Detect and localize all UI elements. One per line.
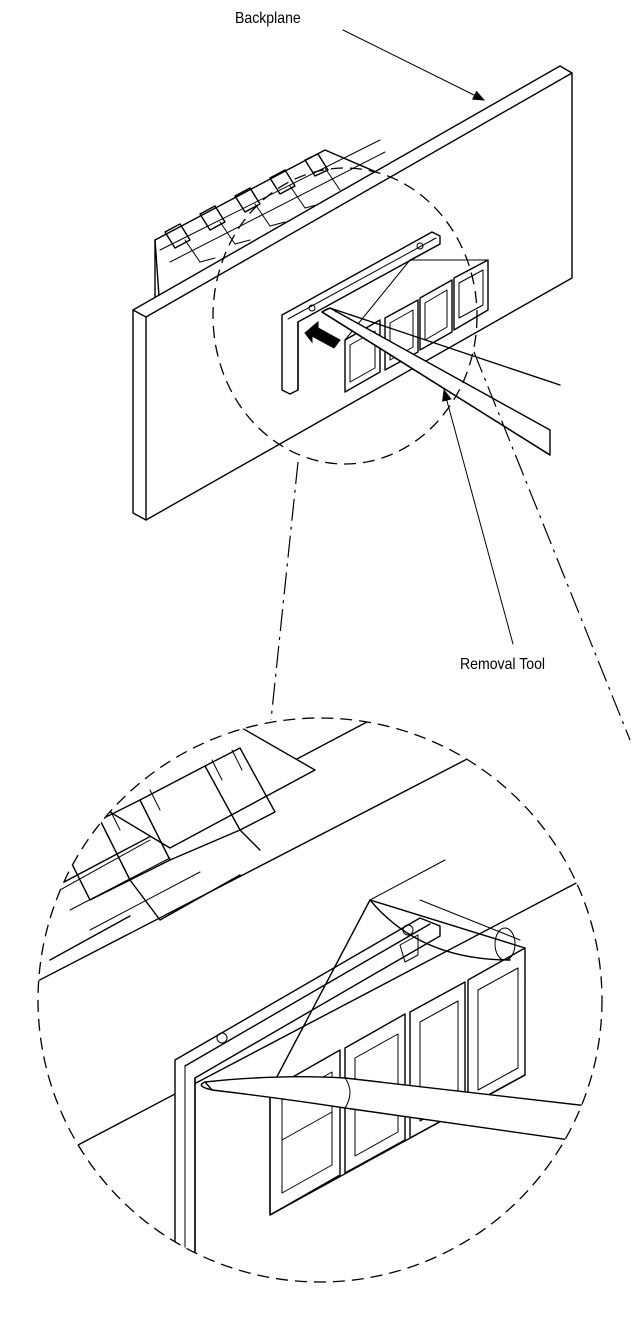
detail-circle-bottom	[37, 717, 603, 1283]
removal-tool-label: Removal Tool	[460, 656, 546, 673]
backplane-leader-line	[342, 29, 485, 101]
detail-connector-right	[473, 351, 631, 741]
backplane-label: Backplane	[235, 10, 301, 27]
backplane-assembly	[132, 65, 573, 521]
detail-connector-keys	[49, 723, 316, 961]
detail-removal-tool	[200, 899, 602, 1151]
push-direction-arrow	[304, 320, 341, 349]
detail-circle-top	[212, 167, 478, 465]
removal-tool-top	[321, 307, 561, 456]
detail-frame-plate	[174, 917, 441, 1282]
enlarged-detail	[37, 717, 603, 1283]
backplane-board	[132, 65, 573, 521]
detail-connector-cells	[269, 859, 526, 1216]
detail-connector-left	[270, 461, 299, 721]
removal-tool-leader-line	[442, 389, 514, 645]
